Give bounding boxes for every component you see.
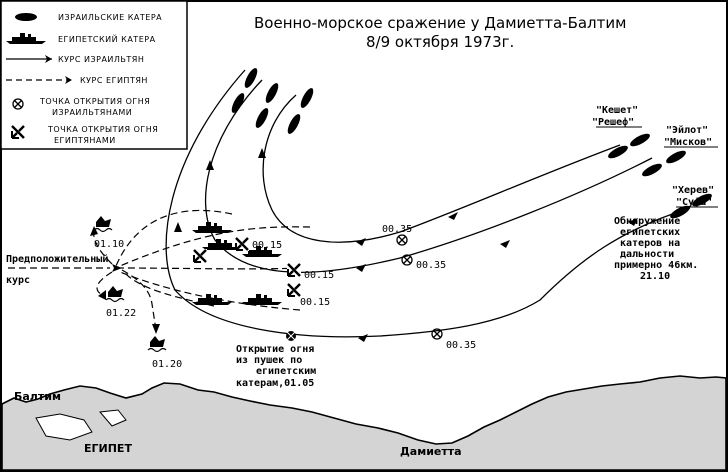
ship-miskov: "Мисков" bbox=[664, 137, 712, 148]
svg-text:Открытие огня: Открытие огня bbox=[236, 344, 314, 355]
svg-text:египетским: египетским bbox=[256, 366, 316, 377]
presumed-course-label: курс bbox=[6, 275, 30, 286]
egyptian-boat-icon bbox=[242, 294, 282, 305]
egyptian-courses bbox=[8, 209, 311, 331]
egyptian-course-f bbox=[121, 269, 157, 331]
time-egyptian-fire-1: 00.15 bbox=[252, 240, 282, 251]
lagoon bbox=[35, 413, 93, 441]
egyptian-course-h bbox=[123, 271, 215, 307]
legend-label: ЕГИПТЯНАМИ bbox=[54, 136, 116, 145]
egyptian-fire-point-icon bbox=[285, 281, 303, 299]
time-egyptian-fire-2: 00.15 bbox=[304, 270, 334, 281]
legend-israeli-boat-icon bbox=[15, 13, 37, 21]
israeli-boat-icon bbox=[664, 148, 688, 166]
gun-fire-point-icon bbox=[286, 331, 296, 341]
time-egyptian-2: 01.22 bbox=[106, 308, 136, 319]
svg-text:из пушек по: из пушек по bbox=[236, 355, 302, 366]
ship-herev: "Херев" bbox=[672, 185, 714, 196]
egyptian-fire-point-icon bbox=[191, 247, 209, 265]
egyptian-course-g bbox=[96, 271, 113, 297]
israeli-boat-icon bbox=[640, 161, 664, 179]
legend: ИЗРАИЛЬСКИЕ КАТЕРА ЕГИПЕТСКИЙ КАТЕРА КУР… bbox=[0, 0, 188, 150]
egyptian-small-boat-icon bbox=[105, 285, 125, 303]
israeli-course-1 bbox=[262, 94, 621, 243]
legend-label: КУРС ЕГИПТЯН bbox=[80, 76, 148, 85]
ship-reshef: "Решеф" bbox=[592, 116, 634, 128]
legend-label: ТОЧКА ОТКРЫТИЯ ОГНЯ bbox=[47, 125, 158, 134]
place-egypt: ЕГИПЕТ bbox=[84, 442, 132, 455]
egypt-coast bbox=[1, 375, 727, 471]
legend-label: ЕГИПЕТСКИЙ КАТЕРА bbox=[58, 33, 156, 44]
time-egyptian-fire-3: 00.15 bbox=[300, 297, 330, 308]
legend-label: ИЗРАИЛЬСКИЕ КАТЕРА bbox=[58, 13, 162, 22]
israeli-fire-point-icon bbox=[396, 234, 408, 246]
israeli-boat-icon bbox=[298, 86, 316, 110]
israeli-boat-icon bbox=[628, 131, 652, 149]
detection-note: Обнаружение египетских катеров на дально… bbox=[614, 215, 698, 282]
egyptian-arrowheads bbox=[90, 226, 160, 334]
israeli-course-2 bbox=[204, 79, 653, 273]
legend-egyptian-fire-icon bbox=[9, 123, 27, 141]
ship-sufa: "Суфа" bbox=[676, 196, 712, 208]
map-title-line2: 8/9 октября 1973г. bbox=[366, 33, 514, 51]
svg-text:катерам,01.05: катерам,01.05 bbox=[236, 378, 314, 389]
time-egyptian-3: 01.20 bbox=[152, 359, 182, 370]
presumed-course-label: Предположительный bbox=[6, 253, 108, 265]
svg-text:примерно 46км.: примерно 46км. bbox=[614, 260, 698, 271]
israeli-boat-icon bbox=[285, 112, 303, 136]
egyptian-course-b bbox=[119, 267, 301, 270]
egyptian-boat-icon bbox=[192, 222, 232, 233]
place-damietta: Дамиетта bbox=[400, 445, 462, 458]
ship-eilat: "Эйлот" bbox=[666, 124, 708, 136]
egyptian-fire-point-icon bbox=[233, 235, 251, 253]
israeli-boat-icon bbox=[229, 91, 247, 115]
egyptian-small-boat-icon bbox=[93, 215, 113, 233]
svg-text:Обнаружение: Обнаружение bbox=[614, 215, 680, 227]
map-title-line1: Военно-морское сражение у Дамиетта-Балти… bbox=[254, 14, 626, 32]
israeli-arrowheads bbox=[174, 148, 638, 342]
egyptian-course-d bbox=[115, 209, 233, 267]
egyptian-small-boat-icon bbox=[147, 335, 167, 353]
israeli-boat-icon bbox=[253, 106, 271, 130]
legend-label: КУРС ИЗРАИЛЬТЯН bbox=[58, 55, 144, 64]
egyptian-boats bbox=[192, 222, 282, 305]
legend-label: ИЗРАИЛЬТЯНАМИ bbox=[52, 108, 132, 117]
place-baltim: Балтим bbox=[14, 390, 61, 403]
gun-fire-note: Открытие огня из пушек по египетским кат… bbox=[236, 344, 316, 389]
legend-label: ТОЧКА ОТКРЫТИЯ ОГНЯ bbox=[39, 97, 150, 106]
time-israeli-fire-2: 00.35 bbox=[416, 260, 446, 271]
time-egyptian-1: 01.10 bbox=[94, 239, 124, 250]
israeli-boat-icon bbox=[263, 81, 281, 105]
svg-text:катеров на: катеров на bbox=[620, 238, 680, 249]
svg-text:21.10: 21.10 bbox=[640, 271, 670, 282]
ship-keshet: "Кешет" bbox=[596, 105, 638, 116]
svg-text:дальности: дальности bbox=[620, 249, 674, 260]
egyptian-course-a bbox=[119, 226, 311, 267]
egyptian-fire-point-icon bbox=[285, 261, 303, 279]
lagoon bbox=[99, 409, 127, 427]
time-israeli-fire-1: 00.35 bbox=[382, 224, 412, 235]
time-israeli-fire-3: 00.35 bbox=[446, 340, 476, 351]
svg-text:египетских: египетских bbox=[620, 227, 680, 238]
